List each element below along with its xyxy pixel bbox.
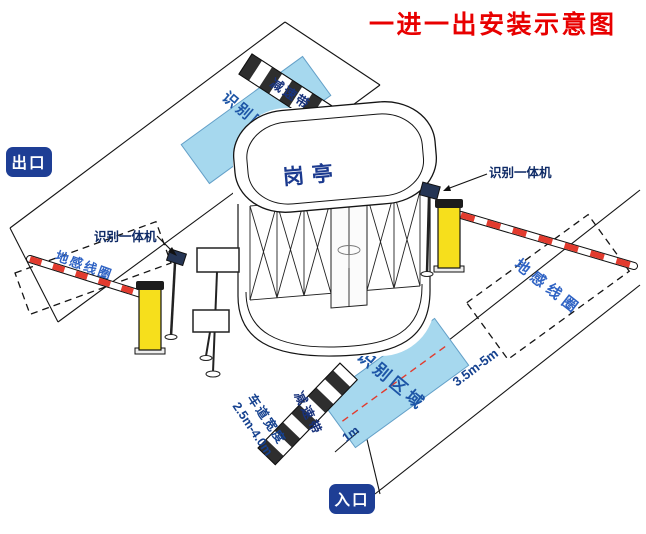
sign-pole <box>205 331 211 357</box>
entry-badge-bg <box>329 484 375 514</box>
camera-left-base <box>164 334 178 340</box>
recognition-zone-bottom: 识别区域 <box>320 317 470 449</box>
exit-lane-end-cross <box>9 227 59 323</box>
ground-coil-right-outline <box>465 213 631 361</box>
bump-stripe <box>274 422 301 448</box>
ground-coil-right: 地感线圈 <box>465 213 631 361</box>
device-label-right: 识别一体机 <box>443 165 552 191</box>
entry-lane-lower-edge <box>374 284 641 495</box>
camera-right-base <box>420 271 434 277</box>
window-brace <box>393 190 421 289</box>
barrier-right-post <box>437 205 461 269</box>
dim-coil-tick <box>334 430 360 453</box>
bump-stripe <box>259 67 283 94</box>
booth-roof-inner-lip <box>246 113 425 205</box>
camera-right <box>418 181 441 277</box>
barrier-right-arm-stripes <box>460 212 635 269</box>
recognition-zone-centerline <box>342 344 448 422</box>
bump-stripe <box>291 404 317 431</box>
exit-badge: 出口 <box>6 147 52 177</box>
sign-base <box>205 370 221 378</box>
exit-badge-bg <box>6 147 52 177</box>
booth-windows <box>249 190 421 301</box>
sign-base <box>199 355 213 361</box>
camera-right-head <box>418 181 441 200</box>
barrier-right-cap <box>435 199 463 208</box>
guard-booth: 岗亭 <box>232 101 438 357</box>
sign-panel <box>192 309 230 333</box>
speed-bump-bottom-border <box>257 362 358 466</box>
device-label-left: 识别一体机 <box>94 229 177 256</box>
bump-stripe <box>308 387 334 413</box>
speed-bump-bottom: 减速带 <box>257 362 358 466</box>
camera-left <box>164 248 188 340</box>
camera-left-pole <box>169 262 177 337</box>
exit-badge-text: 出口 <box>11 153 46 172</box>
booth-label: 岗亭 <box>282 161 342 190</box>
entry-badge-text: 入口 <box>334 491 369 509</box>
device-left-text: 识别一体机 <box>94 229 157 244</box>
entry-badge: 入口 <box>329 484 375 514</box>
barrier-left <box>26 255 166 355</box>
device-right-arrowhead <box>443 185 451 191</box>
window-brace <box>303 198 332 296</box>
exit-lane-top-cross <box>284 21 381 86</box>
device-left-arrowhead <box>168 247 177 256</box>
camera-right-pole <box>425 196 431 274</box>
booth-door <box>330 195 368 309</box>
device-right-leader <box>446 173 488 190</box>
sign-board-lower <box>192 309 230 361</box>
window-brace <box>276 201 305 298</box>
bump-stripe <box>324 370 351 396</box>
booth-base-inner-edge <box>245 283 423 348</box>
window-brace <box>366 193 395 291</box>
exit-lane-upper-edge <box>9 21 286 229</box>
booth-base-outer-edge <box>237 287 431 357</box>
window-brace <box>249 203 278 301</box>
sign-panel <box>196 247 240 273</box>
barrier-left-post <box>138 287 162 351</box>
device-right-text: 识别一体机 <box>489 165 552 180</box>
barrier-right <box>433 199 638 273</box>
booth-roof-outer <box>232 101 438 213</box>
barrier-left-cap <box>136 281 164 290</box>
diagram-title: 一进一出安装示意图 <box>369 10 617 39</box>
bump-stripe <box>258 439 284 465</box>
barrier-left-arm-stripes <box>29 256 142 297</box>
bump-stripe <box>238 54 263 81</box>
bump-stripe <box>279 80 303 107</box>
ground-coil-right-label: 地感线圈 <box>511 255 585 318</box>
